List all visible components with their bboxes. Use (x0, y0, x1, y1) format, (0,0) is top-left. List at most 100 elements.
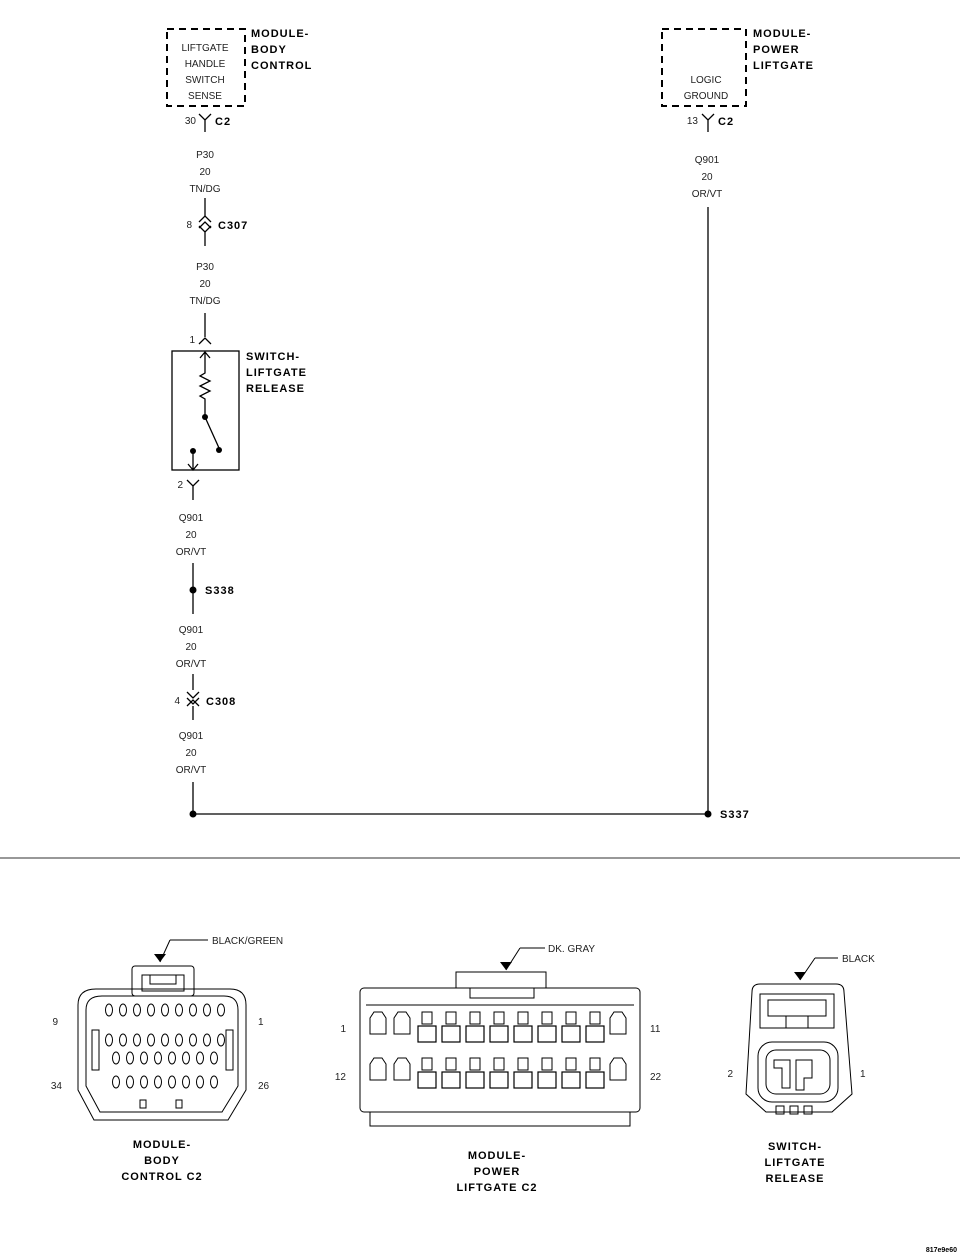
switch-connector-title-2: LIFTGATE (765, 1157, 826, 1169)
bcm-connector-name: C2 (215, 116, 231, 128)
p30-wire-gauge-2: 20 (199, 279, 211, 290)
p30-wire-circuit: P30 (196, 150, 214, 161)
s338-splice-dot (189, 586, 197, 594)
switch-pin2-number: 2 (177, 480, 183, 491)
bcm-c2-cavity (126, 1051, 134, 1065)
plg-c2-cavity-latch (445, 1057, 457, 1071)
bcm-c2-cavity (154, 1051, 162, 1065)
bcm-c2-cavity (203, 1033, 211, 1047)
switch-connector-color: BLACK (842, 954, 875, 965)
plg-c2-cavity-latch (445, 1011, 457, 1025)
plg-c2-cavity-latch (469, 1011, 481, 1025)
plg-c2-cavity (417, 1025, 437, 1043)
plg-c2-cavity (513, 1025, 533, 1043)
bcm-c2-pin-9: 9 (52, 1017, 58, 1028)
bcm-inner-label-2: HANDLE (185, 59, 226, 70)
plg-c2-pin-11: 11 (650, 1024, 661, 1035)
plg-c2-cavity-latch (541, 1057, 553, 1071)
bcm-pin-number: 30 (185, 116, 197, 127)
figure-id: 817e9e60 (926, 1247, 957, 1254)
q901-wire-circuit-3: Q901 (179, 731, 204, 742)
bcm-c2-cavity (217, 1033, 225, 1047)
bcm-c2-title-1: MODULE- (133, 1139, 191, 1151)
bcm-c2-title-2: BODY (144, 1155, 180, 1167)
bcm-c2-cavity (112, 1051, 120, 1065)
q901-wire-gauge-1: 20 (185, 530, 197, 541)
plg-c2-cavity-latch (565, 1011, 577, 1025)
plg-c2-cavity-latch (421, 1057, 433, 1071)
bcm-c2-cavity (182, 1075, 190, 1089)
q901-wire-color-3: OR/VT (176, 765, 207, 776)
plg-q901-circuit: Q901 (695, 155, 720, 166)
plg-c2-title-2: POWER (474, 1166, 521, 1178)
bcm-c2-cavity (161, 1033, 169, 1047)
bcm-c2-cavity (161, 1003, 169, 1017)
switch-connector-pin-2: 2 (727, 1069, 733, 1080)
plg-c2-cavity (393, 1057, 411, 1081)
plg-c2-pin-1: 1 (340, 1024, 346, 1035)
plg-c2-pin-12: 12 (335, 1072, 347, 1083)
plg-pin-number: 13 (687, 116, 699, 127)
bcm-c2-cavity (105, 1033, 113, 1047)
plg-c2-cavity (393, 1011, 411, 1035)
q901-wire-color-1: OR/VT (176, 547, 207, 558)
plg-c2-cavity (489, 1071, 509, 1089)
bcm-inner-label-1: LIFTGATE (181, 43, 228, 54)
plg-c2-color: DK. GRAY (548, 944, 595, 955)
c307-connector (198, 215, 212, 246)
bcm-c2-cavity (140, 1051, 148, 1065)
bcm-c2-cavity (182, 1051, 190, 1065)
bcm-inner-label-3: SWITCH (185, 75, 224, 86)
plg-c2-cavity (585, 1071, 605, 1089)
plg-q901-color: OR/VT (692, 189, 723, 200)
bcm-c2-cavity (119, 1033, 127, 1047)
plg-c2-cavity (537, 1071, 557, 1089)
bcm-c2-cavity (175, 1003, 183, 1017)
switch-connector-view: BLACK (745, 954, 875, 1115)
bcm-c2-cavity (189, 1033, 197, 1047)
s338-label: S338 (205, 585, 235, 597)
bcm-c2-cavity (196, 1075, 204, 1089)
plg-connector-name: C2 (718, 116, 734, 128)
p30-wire-circuit-2: P30 (196, 262, 214, 273)
plg-c2-cavity-latch (493, 1057, 505, 1071)
plg-c2-connector-view: DK. GRAY (359, 944, 641, 1127)
plg-c2-cavity-latch (517, 1057, 529, 1071)
p30-wire-color: TN/DG (189, 184, 220, 195)
plg-c2-title-3: LIFTGATE C2 (456, 1182, 537, 1194)
p30-wire-color-2: TN/DG (189, 296, 220, 307)
bcm-c2-pin-26: 26 (258, 1081, 270, 1092)
plg-c2-cavity (561, 1025, 581, 1043)
plg-c2-cavity (585, 1025, 605, 1043)
plg-c2-pin-22: 22 (650, 1072, 662, 1083)
switch-title-2: LIFTGATE (246, 367, 307, 379)
liftgate-release-switch (171, 350, 240, 472)
bcm-c2-connector-view: BLACK/GREEN (77, 936, 283, 1121)
q901-wire-circuit-1: Q901 (179, 513, 204, 524)
switch-connector-pin-1: 1 (860, 1069, 866, 1080)
bcm-title-1: MODULE- (251, 28, 309, 40)
bcm-c2-cavity (133, 1003, 141, 1017)
plg-title-3: LIFTGATE (753, 60, 814, 72)
plg-c2-cavity (441, 1025, 461, 1043)
plg-c2-cavity (369, 1011, 387, 1035)
plg-c2-cavity (609, 1057, 627, 1081)
bcm-c2-cavity (126, 1075, 134, 1089)
plg-c2-cavity-latch (469, 1057, 481, 1071)
bcm-c2-cavity (210, 1075, 218, 1089)
plg-c2-cavity-latch (421, 1011, 433, 1025)
bcm-c2-cavity (196, 1051, 204, 1065)
bcm-title-3: CONTROL (251, 60, 312, 72)
plg-c2-cavity-latch (565, 1057, 577, 1071)
bcm-c2-pin-1: 1 (258, 1017, 264, 1028)
bcm-c2-terminal (198, 113, 212, 132)
bcm-title-2: BODY (251, 44, 287, 56)
plg-c2-cavity-latch (541, 1011, 553, 1025)
c307-name: C307 (218, 220, 248, 232)
c307-pin-number: 8 (186, 220, 192, 231)
bcm-c2-cavity (203, 1003, 211, 1017)
bcm-c2-cavity (168, 1051, 176, 1065)
c308-connector (186, 691, 200, 720)
plg-c2-cavity (537, 1025, 557, 1043)
